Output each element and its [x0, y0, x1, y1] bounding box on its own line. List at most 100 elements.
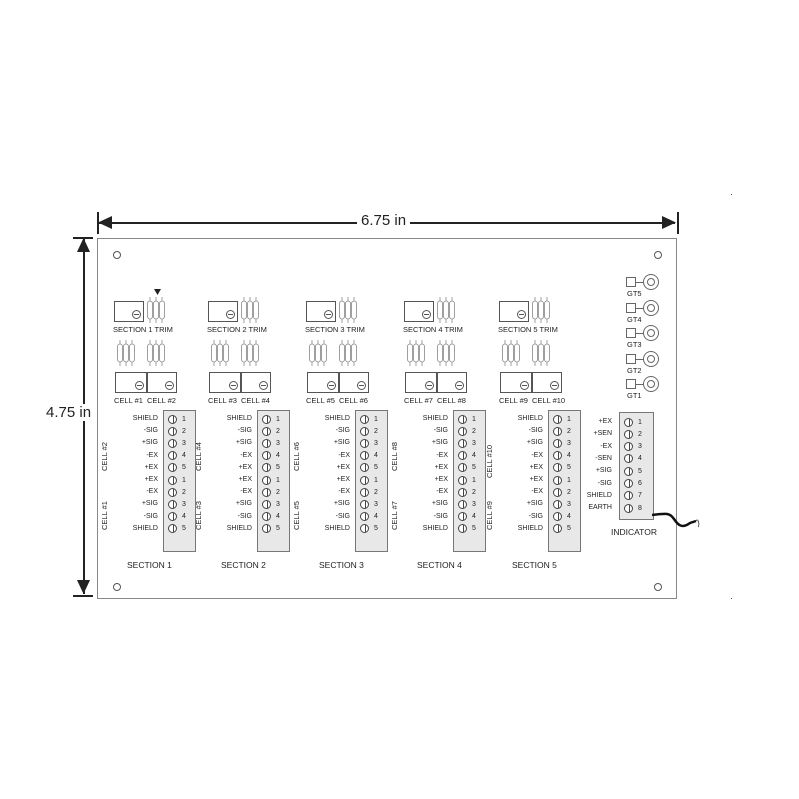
terminal-screw-row[interactable]: 3 [163, 437, 186, 449]
cell-pot-box-left[interactable] [115, 372, 147, 393]
cell-pot-box-right[interactable] [437, 372, 467, 393]
ground-terminal-stud-icon[interactable] [643, 350, 659, 367]
terminal-screw-row[interactable]: 5 [453, 523, 476, 535]
terminal-screw-row[interactable]: 5 [257, 523, 280, 535]
terminal-screw-row[interactable]: 3 [548, 437, 571, 449]
terminal-screw-row[interactable]: 4 [163, 450, 186, 462]
section-title: SECTION 4 [417, 560, 462, 570]
ground-terminal-stud-icon[interactable] [643, 299, 659, 316]
terminal-screw-row[interactable]: 5 [257, 462, 280, 474]
terminal-screw-row[interactable]: 3 [355, 437, 378, 449]
indicator-screw-row[interactable]: 1 [619, 416, 642, 428]
terminal-screw-row[interactable]: 4 [453, 450, 476, 462]
indicator-screw-row[interactable]: 6 [619, 478, 642, 490]
terminal-screw-row[interactable]: 1 [257, 474, 280, 486]
cell-pot-box-right[interactable] [241, 372, 271, 393]
terminal-screw-row[interactable]: 5 [163, 462, 186, 474]
trim-pot-box[interactable] [306, 301, 336, 322]
terminal-screw-row[interactable]: 2 [355, 425, 378, 437]
terminal-screw-row[interactable]: 3 [257, 437, 280, 449]
terminal-screw-row[interactable]: 1 [453, 413, 476, 425]
terminal-screw-row[interactable]: 2 [257, 486, 280, 498]
terminal-screw-row[interactable]: 1 [453, 474, 476, 486]
resistor-icon [437, 297, 455, 323]
cell-pot-box-right[interactable] [532, 372, 562, 393]
indicator-screw-row[interactable]: 4 [619, 453, 642, 465]
trim-pot-box[interactable] [208, 301, 238, 322]
terminal-screw-row[interactable]: 3 [163, 498, 186, 510]
section-title: SECTION 3 [319, 560, 364, 570]
resistor-icon [211, 340, 229, 366]
resistor-icon [241, 297, 259, 323]
terminal-screw-row[interactable]: 5 [548, 523, 571, 535]
resistor-icon [532, 297, 550, 323]
terminal-screw-row[interactable]: 5 [355, 523, 378, 535]
terminal-screw-row[interactable]: 2 [548, 425, 571, 437]
terminal-screw-row[interactable]: 1 [355, 474, 378, 486]
terminal-pin-number: 3 [276, 439, 280, 447]
terminal-screw-row[interactable]: 1 [548, 474, 571, 486]
terminal-screw-row[interactable]: 2 [163, 486, 186, 498]
terminal-screw-row[interactable]: 2 [163, 425, 186, 437]
terminal-screw-row[interactable]: 3 [355, 498, 378, 510]
indicator-screw-row[interactable]: 8 [619, 502, 642, 514]
terminal-screw-row[interactable]: 4 [257, 450, 280, 462]
indicator-screw-row[interactable]: 3 [619, 441, 642, 453]
indicator-screw-row[interactable]: 5 [619, 465, 642, 477]
terminal-screw-row[interactable]: 2 [355, 486, 378, 498]
terminal-pin-number: 4 [276, 513, 280, 521]
cell-pot-box-right[interactable] [339, 372, 369, 393]
screw-icon [624, 466, 633, 476]
terminal-pin-number: 2 [567, 488, 571, 496]
terminal-signal-label: +EX [336, 463, 350, 471]
cell-pot-box-left[interactable] [500, 372, 532, 393]
terminal-screw-row[interactable]: 1 [163, 474, 186, 486]
terminal-pin-number: 5 [472, 525, 476, 533]
terminal-screw-row[interactable]: 4 [355, 511, 378, 523]
cell-pot-box-left[interactable] [307, 372, 339, 393]
terminal-pin-number: 1 [182, 476, 186, 484]
terminal-screw-row[interactable]: 5 [163, 523, 186, 535]
ground-terminal-stud-icon[interactable] [643, 274, 659, 290]
terminal-screw-row[interactable]: 3 [453, 437, 476, 449]
ground-terminal-stud-icon[interactable] [643, 376, 659, 392]
terminal-screw-row[interactable]: 2 [257, 425, 280, 437]
terminal-screw-row[interactable]: 4 [257, 511, 280, 523]
cell-pot-box-right[interactable] [147, 372, 177, 393]
trim-pot-box[interactable] [114, 301, 144, 322]
upper-cell-vertical-label: CELL #2 [100, 442, 109, 471]
terminal-screw-row[interactable]: 3 [257, 498, 280, 510]
terminal-screw-row[interactable]: 5 [548, 462, 571, 474]
terminal-screw-row[interactable]: 4 [453, 511, 476, 523]
terminal-screw-row[interactable]: 2 [453, 425, 476, 437]
terminal-screw-row[interactable]: 3 [548, 498, 571, 510]
cell-pot-box-left[interactable] [209, 372, 241, 393]
terminal-screw-row[interactable]: 2 [548, 486, 571, 498]
terminal-screw-row[interactable]: 1 [355, 413, 378, 425]
ground-terminal-stud-icon[interactable] [643, 325, 659, 341]
terminal-screw-row[interactable]: 4 [548, 511, 571, 523]
terminal-screw-row[interactable]: 4 [548, 450, 571, 462]
height-dim-bottom-tick [73, 595, 93, 597]
indicator-screw-row[interactable]: 7 [619, 490, 642, 502]
terminal-signal-label: +SIG [526, 500, 543, 508]
trim-pot-box[interactable] [499, 301, 529, 322]
indicator-screw-row[interactable]: 2 [619, 428, 642, 440]
terminal-screw-row[interactable]: 2 [453, 486, 476, 498]
terminal-screw-row[interactable]: 5 [355, 462, 378, 474]
terminal-screw-row[interactable]: 4 [355, 450, 378, 462]
resistor-icon [407, 340, 425, 366]
terminal-screw-row[interactable]: 1 [257, 413, 280, 425]
terminal-screw-row[interactable]: 1 [163, 413, 186, 425]
upper-cell-vertical-label: CELL #8 [390, 442, 399, 471]
screw-icon [360, 475, 369, 485]
ground-terminal-label: GT3 [627, 340, 642, 349]
terminal-screw-row[interactable]: 3 [453, 498, 476, 510]
trim-pot-box[interactable] [404, 301, 434, 322]
terminal-screw-row[interactable]: 5 [453, 462, 476, 474]
terminal-screw-row[interactable]: 4 [163, 511, 186, 523]
cell-label-right: CELL #4 [241, 396, 270, 405]
screw-icon [262, 426, 271, 436]
terminal-screw-row[interactable]: 1 [548, 413, 571, 425]
cell-pot-box-left[interactable] [405, 372, 437, 393]
